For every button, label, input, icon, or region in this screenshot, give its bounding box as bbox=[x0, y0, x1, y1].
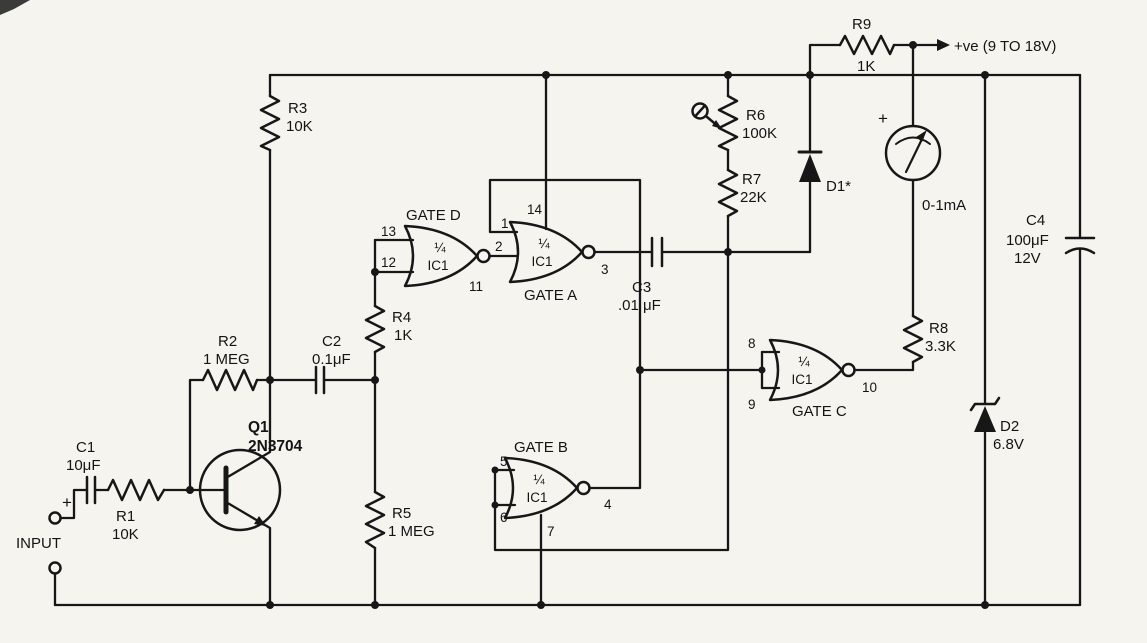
gate-a-pin2: 2 bbox=[495, 239, 503, 254]
r8-value: 3.3K bbox=[925, 338, 956, 355]
r4-value: 1K bbox=[394, 327, 412, 344]
r8-ref: R8 bbox=[929, 320, 948, 337]
gate-d-label: GATE D bbox=[406, 207, 461, 224]
scan-artifact bbox=[0, 0, 30, 15]
wires bbox=[53, 43, 1082, 607]
gate-a-ic: IC1 bbox=[531, 254, 552, 269]
resistor-r2 bbox=[201, 368, 259, 392]
gate-b-pin7: 7 bbox=[547, 524, 555, 539]
r6-value: 100K bbox=[742, 125, 777, 142]
r9-value: 1K bbox=[857, 58, 875, 75]
gate-b-pin5: 5 bbox=[500, 454, 508, 469]
emitter-arrow bbox=[254, 516, 266, 526]
c2-value: 0.1μF bbox=[312, 351, 351, 368]
r3-value: 10K bbox=[286, 118, 313, 135]
gate-b-label: GATE B bbox=[514, 439, 568, 456]
resistor-r9 bbox=[838, 34, 950, 56]
inverter-bubble bbox=[581, 244, 596, 260]
r7-ref: R7 bbox=[742, 171, 761, 188]
capacitor-c1 bbox=[85, 475, 97, 505]
input-terminal-bottom bbox=[48, 561, 62, 575]
needle-arrow bbox=[916, 130, 927, 142]
q1-ref: Q1 bbox=[248, 419, 269, 436]
gate-d-ic: IC1 bbox=[427, 258, 448, 273]
gate-b-pin4: 4 bbox=[604, 497, 612, 512]
resistor-r1 bbox=[106, 478, 166, 502]
gate-d-pin11: 11 bbox=[469, 279, 483, 294]
r1-value: 10K bbox=[112, 526, 139, 543]
input-label: INPUT bbox=[16, 535, 61, 552]
gate-a-label: GATE A bbox=[524, 287, 577, 304]
transistor-q1 bbox=[198, 448, 282, 532]
inverter-bubble bbox=[841, 362, 856, 378]
nor-gate-d bbox=[403, 224, 491, 288]
supply-arrow bbox=[937, 39, 950, 51]
c2-ref: C2 bbox=[322, 333, 341, 350]
nor-gate-b bbox=[503, 456, 591, 520]
resistor-r7 bbox=[717, 168, 739, 218]
gate-c-ic: IC1 bbox=[791, 372, 812, 387]
capacitor-c4 bbox=[1064, 236, 1096, 255]
r1-ref: R1 bbox=[116, 508, 135, 525]
capacitor-c3 bbox=[650, 236, 664, 268]
capacitor-c2 bbox=[314, 365, 326, 395]
trimmer-screw-icon bbox=[691, 102, 709, 120]
gate-a-pin3: 3 bbox=[601, 262, 609, 277]
d1-ref: D1* bbox=[826, 178, 851, 195]
gate-a-pin1: 1 bbox=[501, 216, 509, 231]
potentiometer-r6 bbox=[691, 94, 739, 152]
zener-d2 bbox=[969, 396, 1001, 432]
gate-d-pin12: 12 bbox=[381, 255, 396, 270]
d2-value: 6.8V bbox=[993, 436, 1024, 453]
junction-dots bbox=[186, 41, 989, 609]
meter-plus: + bbox=[878, 109, 888, 128]
q1-value: 2N3704 bbox=[248, 438, 303, 455]
gate-c-pin9: 9 bbox=[748, 397, 756, 412]
c1-plus: + bbox=[62, 493, 72, 512]
r5-ref: R5 bbox=[392, 505, 411, 522]
c4-rating: 12V bbox=[1014, 250, 1041, 267]
resistor-r3 bbox=[259, 94, 281, 152]
meter-range: 0-1mA bbox=[922, 197, 966, 214]
gate-c-pin10: 10 bbox=[862, 380, 877, 395]
gate-a-fraction: ¼ bbox=[538, 236, 550, 251]
diode-d1 bbox=[797, 150, 823, 182]
gate-c-pin8: 8 bbox=[748, 336, 756, 351]
resistor-r5 bbox=[364, 490, 386, 550]
r2-ref: R2 bbox=[218, 333, 237, 350]
gate-c-label: GATE C bbox=[792, 403, 847, 420]
nor-gate-a bbox=[508, 220, 596, 284]
gate-d-fraction: ¼ bbox=[434, 240, 446, 255]
resistor-r8 bbox=[902, 314, 924, 364]
gate-b-ic: IC1 bbox=[526, 490, 547, 505]
gate-a-pin14: 14 bbox=[527, 202, 543, 217]
gate-b-pin6: 6 bbox=[500, 510, 508, 525]
r6-ref: R6 bbox=[746, 107, 765, 124]
r3-ref: R3 bbox=[288, 100, 307, 117]
meter-0-1ma bbox=[884, 124, 942, 182]
r5-value: 1 MEG bbox=[388, 523, 435, 540]
c3-ref: C3 bbox=[632, 279, 651, 296]
c4-value: 100μF bbox=[1006, 232, 1049, 249]
resistor-r4 bbox=[364, 304, 386, 354]
c4-ref: C4 bbox=[1026, 212, 1045, 229]
inverter-bubble bbox=[576, 480, 591, 496]
input-terminal-top bbox=[48, 511, 62, 525]
d2-ref: D2 bbox=[1000, 418, 1019, 435]
inverter-bubble bbox=[476, 248, 491, 264]
c1-value: 10μF bbox=[66, 457, 101, 474]
gate-b-fraction: ¼ bbox=[533, 472, 545, 487]
c3-value: .01 μF bbox=[618, 297, 661, 314]
r4-ref: R4 bbox=[392, 309, 411, 326]
r2-value: 1 MEG bbox=[203, 351, 250, 368]
r7-value: 22K bbox=[740, 189, 767, 206]
gate-d-pin13: 13 bbox=[381, 224, 396, 239]
gate-c-fraction: ¼ bbox=[798, 354, 810, 369]
c1-ref: C1 bbox=[76, 439, 95, 456]
r9-ref: R9 bbox=[852, 16, 871, 33]
nor-gate-c bbox=[768, 338, 856, 402]
supply-label: +ve (9 TO 18V) bbox=[954, 38, 1056, 55]
